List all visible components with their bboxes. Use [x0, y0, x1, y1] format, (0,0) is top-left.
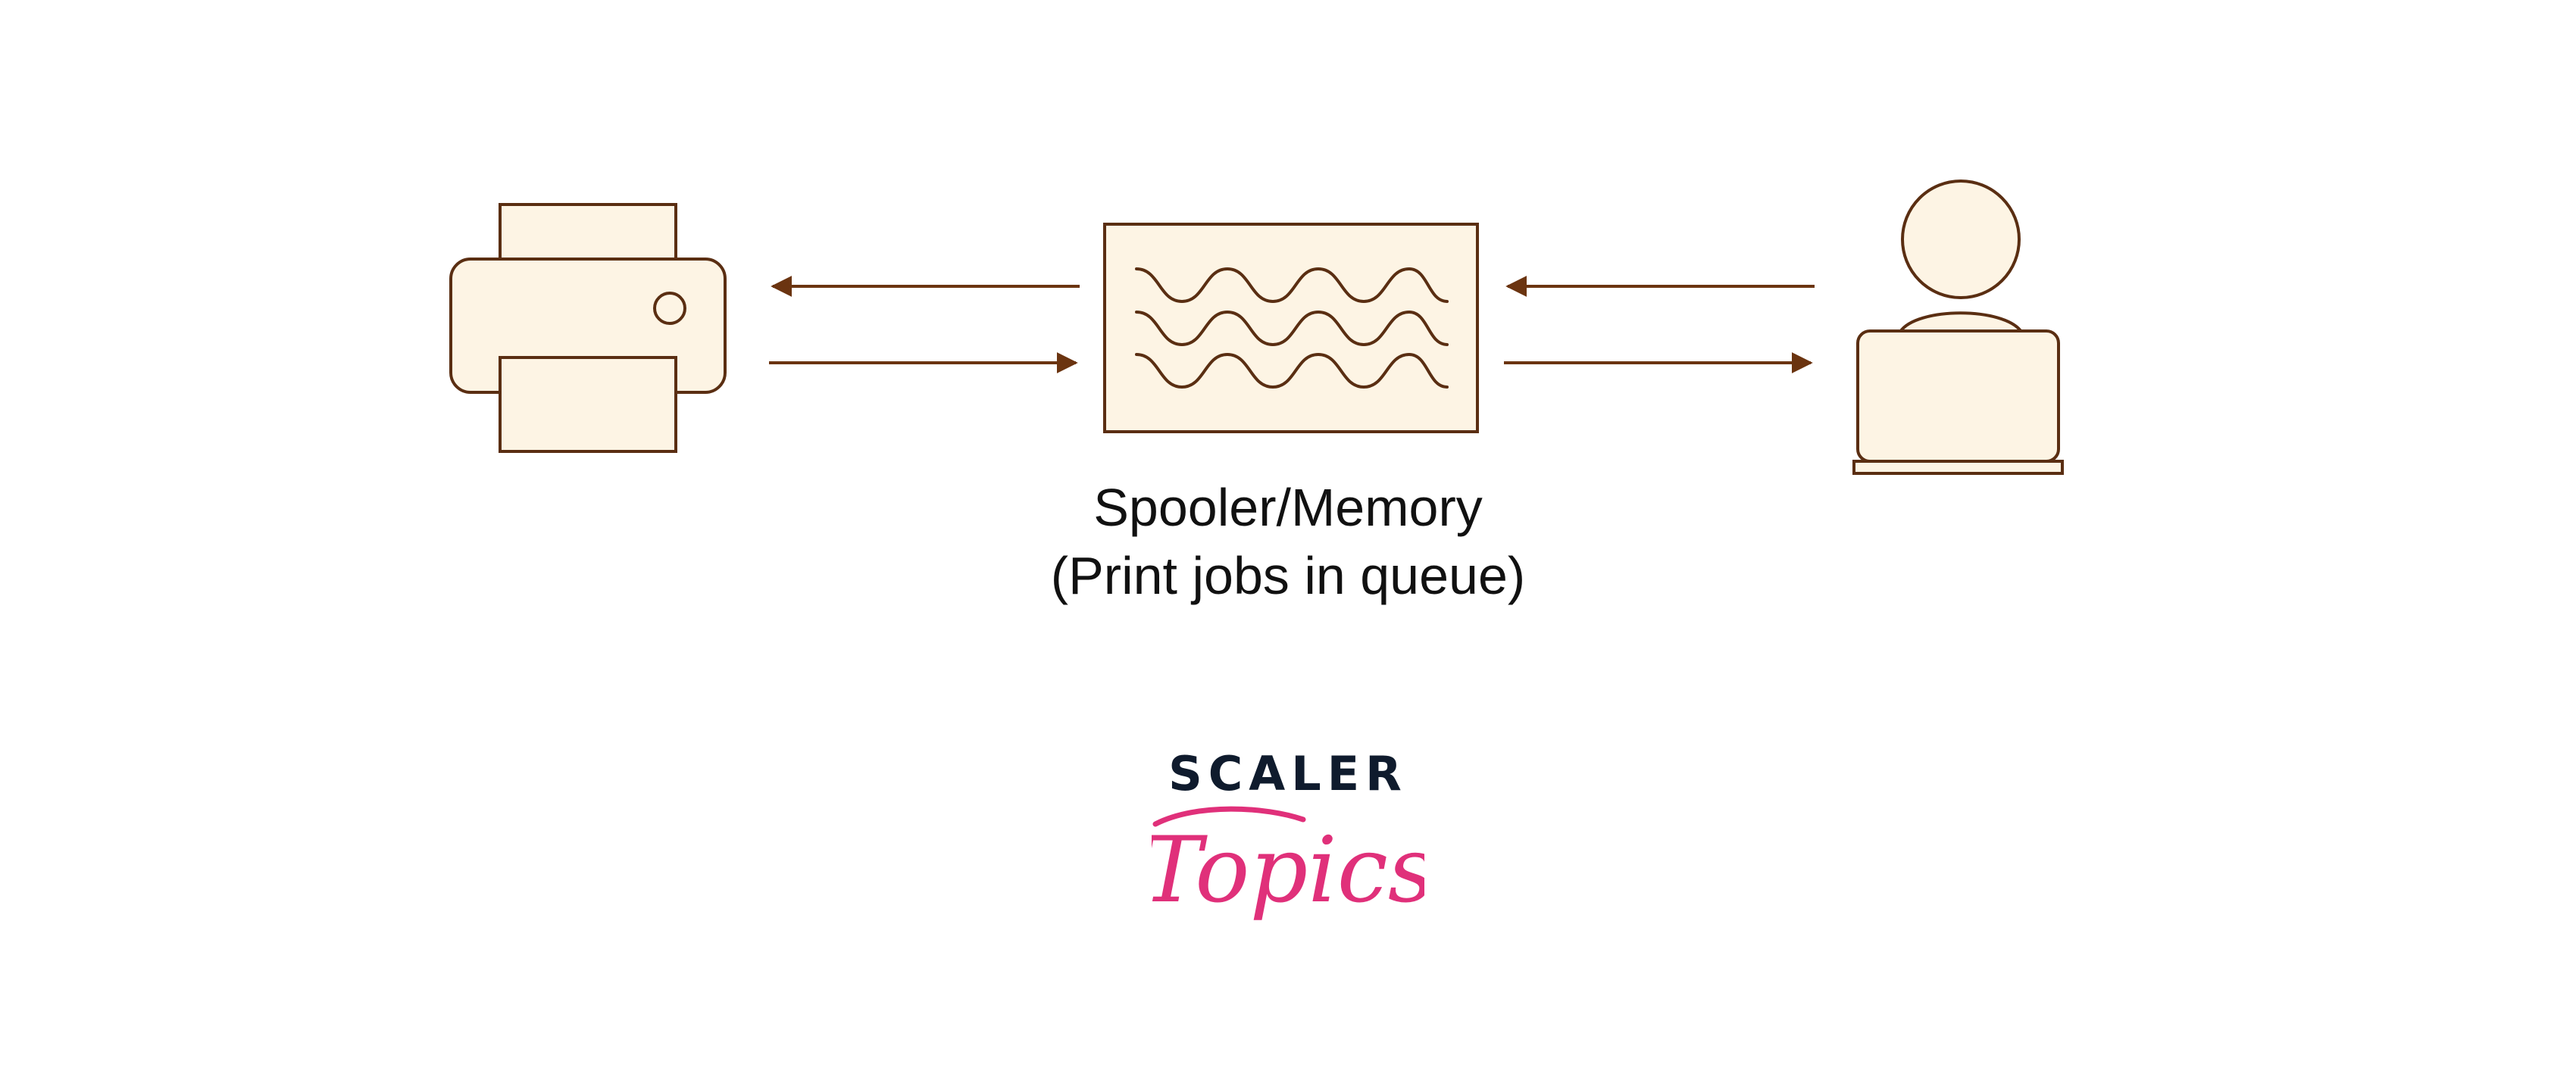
queue-wave-3	[1135, 352, 1449, 389]
queue-wave-1	[1135, 267, 1449, 304]
logo-script-swash	[1152, 806, 1306, 827]
spooler-label-line2: (Print jobs in queue)	[1050, 546, 1526, 605]
logo-script-topics: Topics	[1152, 806, 1424, 923]
spooler-memory-box	[1103, 223, 1479, 433]
queue-wave-2	[1135, 310, 1449, 347]
user-at-laptop-icon	[1852, 180, 2064, 475]
laptop-screen	[1856, 329, 2060, 463]
spooler-label-line1: Spooler/Memory	[1093, 478, 1483, 537]
laptop-base	[1852, 460, 2064, 475]
spooler-caption: Spooler/Memory (Print jobs in queue)	[985, 473, 1591, 610]
logo-wordmark: SCALER	[1168, 746, 1408, 801]
logo-script-text: Topics	[1152, 818, 1424, 923]
user-head	[1901, 180, 2021, 299]
printer-icon	[449, 203, 727, 453]
scaler-topics-logo: SCALER Topics	[1136, 746, 1440, 943]
user-shoulders	[1897, 311, 2024, 333]
